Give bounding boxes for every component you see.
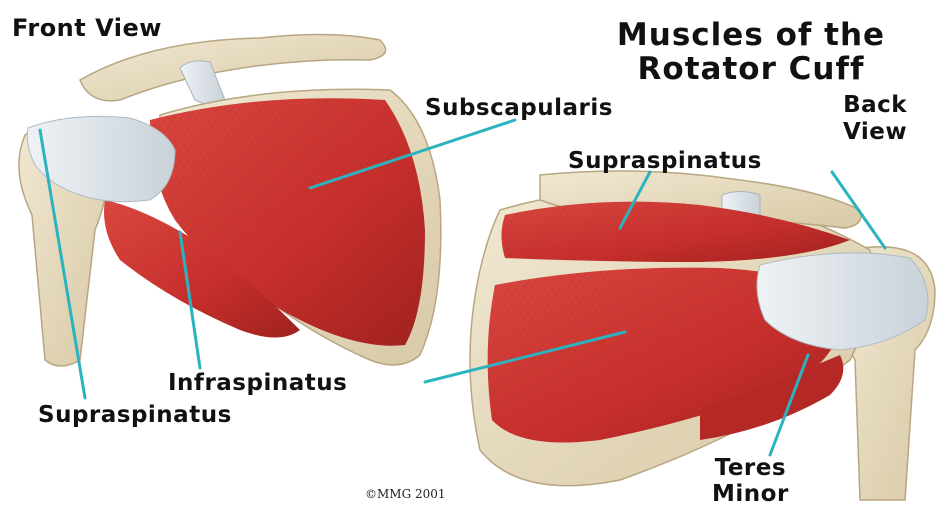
teres-line-1: Teres — [712, 455, 789, 481]
title-line-1: Muscles of the — [565, 18, 937, 52]
back-view-line-2: View — [843, 119, 907, 146]
copyright: ©MMG 2001 — [365, 487, 446, 501]
label-infraspinatus: Infraspinatus — [168, 370, 347, 396]
front-view-label: Front View — [12, 14, 162, 42]
front-view-anatomy — [19, 34, 441, 366]
teres-line-2: Minor — [712, 481, 789, 507]
back-view-label: Back View — [843, 92, 907, 146]
label-subscapularis: Subscapularis — [425, 95, 613, 121]
label-supraspinatus-front: Supraspinatus — [38, 402, 232, 428]
diagram-title: Muscles of the Rotator Cuff — [565, 18, 937, 86]
title-line-2: Rotator Cuff — [565, 52, 937, 86]
label-supraspinatus-back: Supraspinatus — [568, 148, 762, 174]
label-teres-minor: Teres Minor — [712, 455, 789, 507]
back-view-line-1: Back — [843, 92, 907, 119]
